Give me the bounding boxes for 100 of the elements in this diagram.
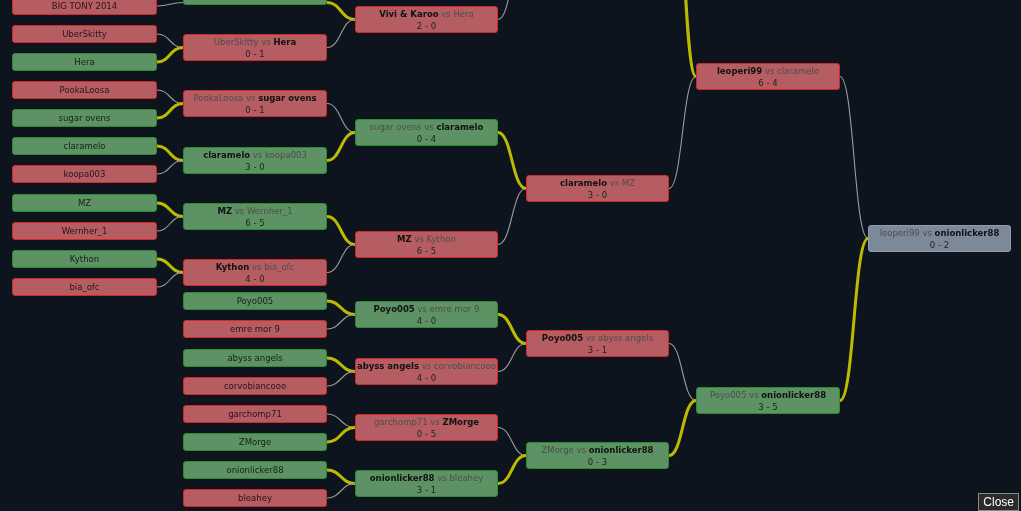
match-title: Kython vs bia_ofc bbox=[215, 261, 295, 272]
player-card bbox=[12, 222, 157, 240]
player-name: emre mor 9 bbox=[230, 324, 280, 334]
match-card bbox=[355, 301, 498, 328]
match-score: 4 - 0 bbox=[416, 315, 437, 326]
player-card bbox=[12, 53, 157, 71]
match-title: claramelo vs koopa003 bbox=[203, 149, 307, 160]
player-name: Poyo005 bbox=[236, 296, 274, 306]
player-card bbox=[183, 489, 327, 507]
match-score: 0 - 2 bbox=[929, 239, 950, 250]
player-card bbox=[183, 292, 327, 310]
match-score: 4 - 0 bbox=[416, 372, 437, 383]
player-card bbox=[12, 109, 157, 127]
player-card bbox=[183, 349, 327, 367]
player-name: BIG TONY 2014 bbox=[51, 1, 118, 11]
player-name: abyss angels bbox=[227, 353, 283, 363]
player-card bbox=[12, 250, 157, 268]
connector-line bbox=[326, 468, 356, 485]
player-name: bia_ofc bbox=[69, 282, 100, 292]
connector-line bbox=[326, 1, 356, 21]
player-name: corvobiancooo bbox=[223, 381, 287, 391]
player-name: Wernher_1 bbox=[61, 226, 108, 236]
connector-line bbox=[156, 144, 184, 162]
match-card bbox=[183, 259, 327, 286]
player-card bbox=[183, 377, 327, 395]
match-score: 2 - 0 bbox=[416, 20, 437, 31]
player-name: MZ bbox=[77, 198, 92, 208]
close-button: Close bbox=[978, 493, 1019, 511]
player-card bbox=[183, 461, 327, 479]
connector-line bbox=[668, 75, 697, 190]
match-card bbox=[183, 0, 327, 5]
player-name: Hera bbox=[74, 57, 95, 67]
match-score: 3 - 1 bbox=[587, 344, 608, 355]
connector-line bbox=[156, 159, 184, 175]
match-title: Poyo005 vs onionlicker88 bbox=[709, 389, 827, 400]
match-score: 6 - 5 bbox=[245, 217, 265, 228]
match-title: leoperi99 vs claramelo bbox=[716, 65, 820, 76]
match-score: 0 - 4 bbox=[416, 133, 437, 144]
player-name: PookaLoosa bbox=[59, 85, 110, 95]
connector-line bbox=[326, 243, 356, 274]
match-title: MZ vs Wernher_1 bbox=[217, 205, 293, 216]
match-card bbox=[868, 225, 1011, 252]
match-score: 6 - 5 bbox=[416, 245, 437, 256]
match-score: 0 - 3 bbox=[587, 456, 608, 467]
match-title: garchomp71 vs ZMorge bbox=[373, 416, 479, 427]
match-card bbox=[355, 6, 498, 33]
connector-line bbox=[838, 237, 870, 402]
connector-line bbox=[497, 313, 527, 345]
match-title: claramelo vs MZ bbox=[560, 177, 635, 188]
player-card bbox=[12, 137, 157, 155]
match-card bbox=[183, 90, 327, 117]
match-card bbox=[355, 414, 498, 441]
connector-line bbox=[156, 201, 184, 218]
player-name: Kython bbox=[69, 254, 100, 264]
connector-line bbox=[326, 482, 356, 499]
connector-line bbox=[326, 299, 356, 316]
player-name: claramelo bbox=[63, 141, 106, 151]
connector-line bbox=[156, 1, 184, 7]
player-name: sugar ovens bbox=[58, 113, 111, 123]
player-name: koopa003 bbox=[63, 169, 106, 179]
match-score: 4 - 0 bbox=[245, 273, 265, 284]
player-name: onionlicker88 bbox=[226, 465, 284, 475]
connector-line bbox=[668, 342, 697, 402]
connector-line bbox=[326, 215, 356, 246]
player-card bbox=[183, 433, 327, 451]
match-score: 0 - 1 bbox=[245, 48, 265, 59]
match-score: 3 - 0 bbox=[587, 189, 608, 200]
player-card bbox=[12, 194, 157, 212]
match-card bbox=[355, 470, 498, 497]
connector-line bbox=[156, 271, 184, 288]
connector-line bbox=[497, 131, 527, 190]
match-card bbox=[526, 330, 669, 357]
match-score: 6 - 4 bbox=[758, 77, 778, 88]
match-card bbox=[526, 442, 669, 469]
connector-line bbox=[668, 399, 697, 457]
player-name: ZMorge bbox=[238, 437, 272, 447]
connector-line bbox=[497, 454, 527, 485]
match-card bbox=[696, 387, 840, 414]
connector-line bbox=[156, 46, 184, 64]
connector-line bbox=[156, 215, 184, 232]
match-title: MZ vs Kython bbox=[397, 233, 456, 244]
match-title: Vivi & Karoo vs Hera bbox=[379, 8, 474, 19]
player-card bbox=[183, 320, 327, 338]
match-score: 3 - 5 bbox=[758, 401, 778, 412]
player-name: garchomp71 bbox=[228, 409, 282, 419]
connector-line bbox=[326, 313, 356, 330]
match-title: PookaLoosa vs sugar ovens bbox=[193, 92, 317, 103]
connector-line bbox=[326, 356, 356, 373]
player-card bbox=[12, 81, 157, 99]
connector-line bbox=[326, 426, 356, 444]
connector-line bbox=[156, 257, 184, 274]
player-card bbox=[12, 165, 157, 183]
match-title: UberSkitty vs Hera bbox=[213, 36, 297, 47]
match-card bbox=[355, 231, 498, 258]
match-title: abyss angels vs corvobiancooo bbox=[356, 360, 497, 371]
match-card bbox=[183, 34, 327, 61]
connector-line bbox=[156, 102, 184, 120]
player-name: UberSkitty bbox=[62, 29, 107, 39]
match-score: 3 - 1 bbox=[416, 484, 437, 495]
player-card bbox=[12, 25, 157, 43]
